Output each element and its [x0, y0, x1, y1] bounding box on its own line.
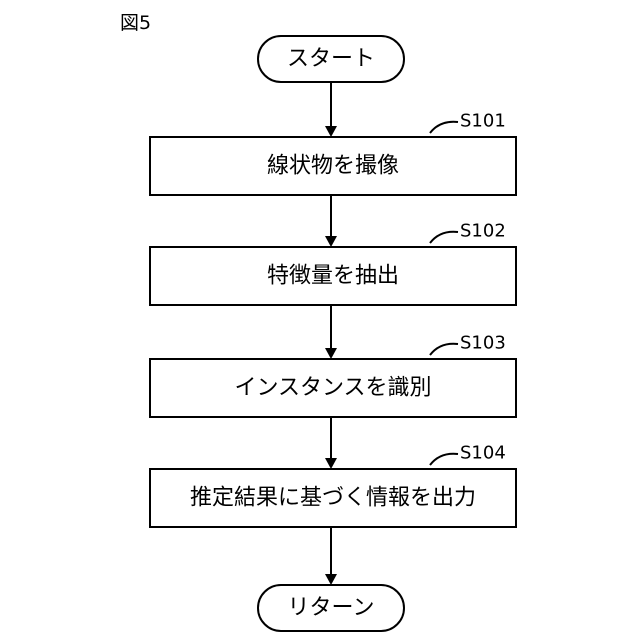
- step-s102-label: 特徴量を抽出: [267, 264, 399, 289]
- step-s102: 特徴量を抽出 S102: [150, 221, 516, 306]
- step-s101: 線状物を撮像 S101: [150, 111, 516, 196]
- step-s101-label: 線状物を撮像: [267, 154, 399, 179]
- step-s104-id: S104: [460, 443, 506, 464]
- step-s102-id: S102: [460, 221, 506, 242]
- step-s103-id: S103: [460, 333, 506, 354]
- end-label: リターン: [288, 596, 375, 621]
- step-s104-leader: [430, 454, 458, 465]
- arrow-s104-end: [325, 527, 337, 585]
- start-label: スタート: [287, 47, 375, 72]
- step-s101-leader: [430, 122, 458, 133]
- arrow-s103-s104: [325, 417, 337, 469]
- step-s103: インスタンスを識別 S103: [150, 333, 516, 418]
- step-s104: 推定結果に基づく情報を出力 S104: [150, 443, 516, 528]
- step-s103-label: インスタンスを識別: [234, 376, 431, 401]
- start-terminal: スタート: [258, 36, 404, 82]
- arrow-start-s101: [325, 82, 337, 137]
- step-s102-leader: [430, 232, 458, 243]
- arrow-s101-s102: [325, 195, 337, 247]
- step-s103-leader: [430, 344, 458, 355]
- end-terminal: リターン: [258, 585, 404, 631]
- step-s101-id: S101: [460, 111, 506, 132]
- arrow-s102-s103: [325, 305, 337, 359]
- step-s104-label: 推定結果に基づく情報を出力: [190, 486, 476, 511]
